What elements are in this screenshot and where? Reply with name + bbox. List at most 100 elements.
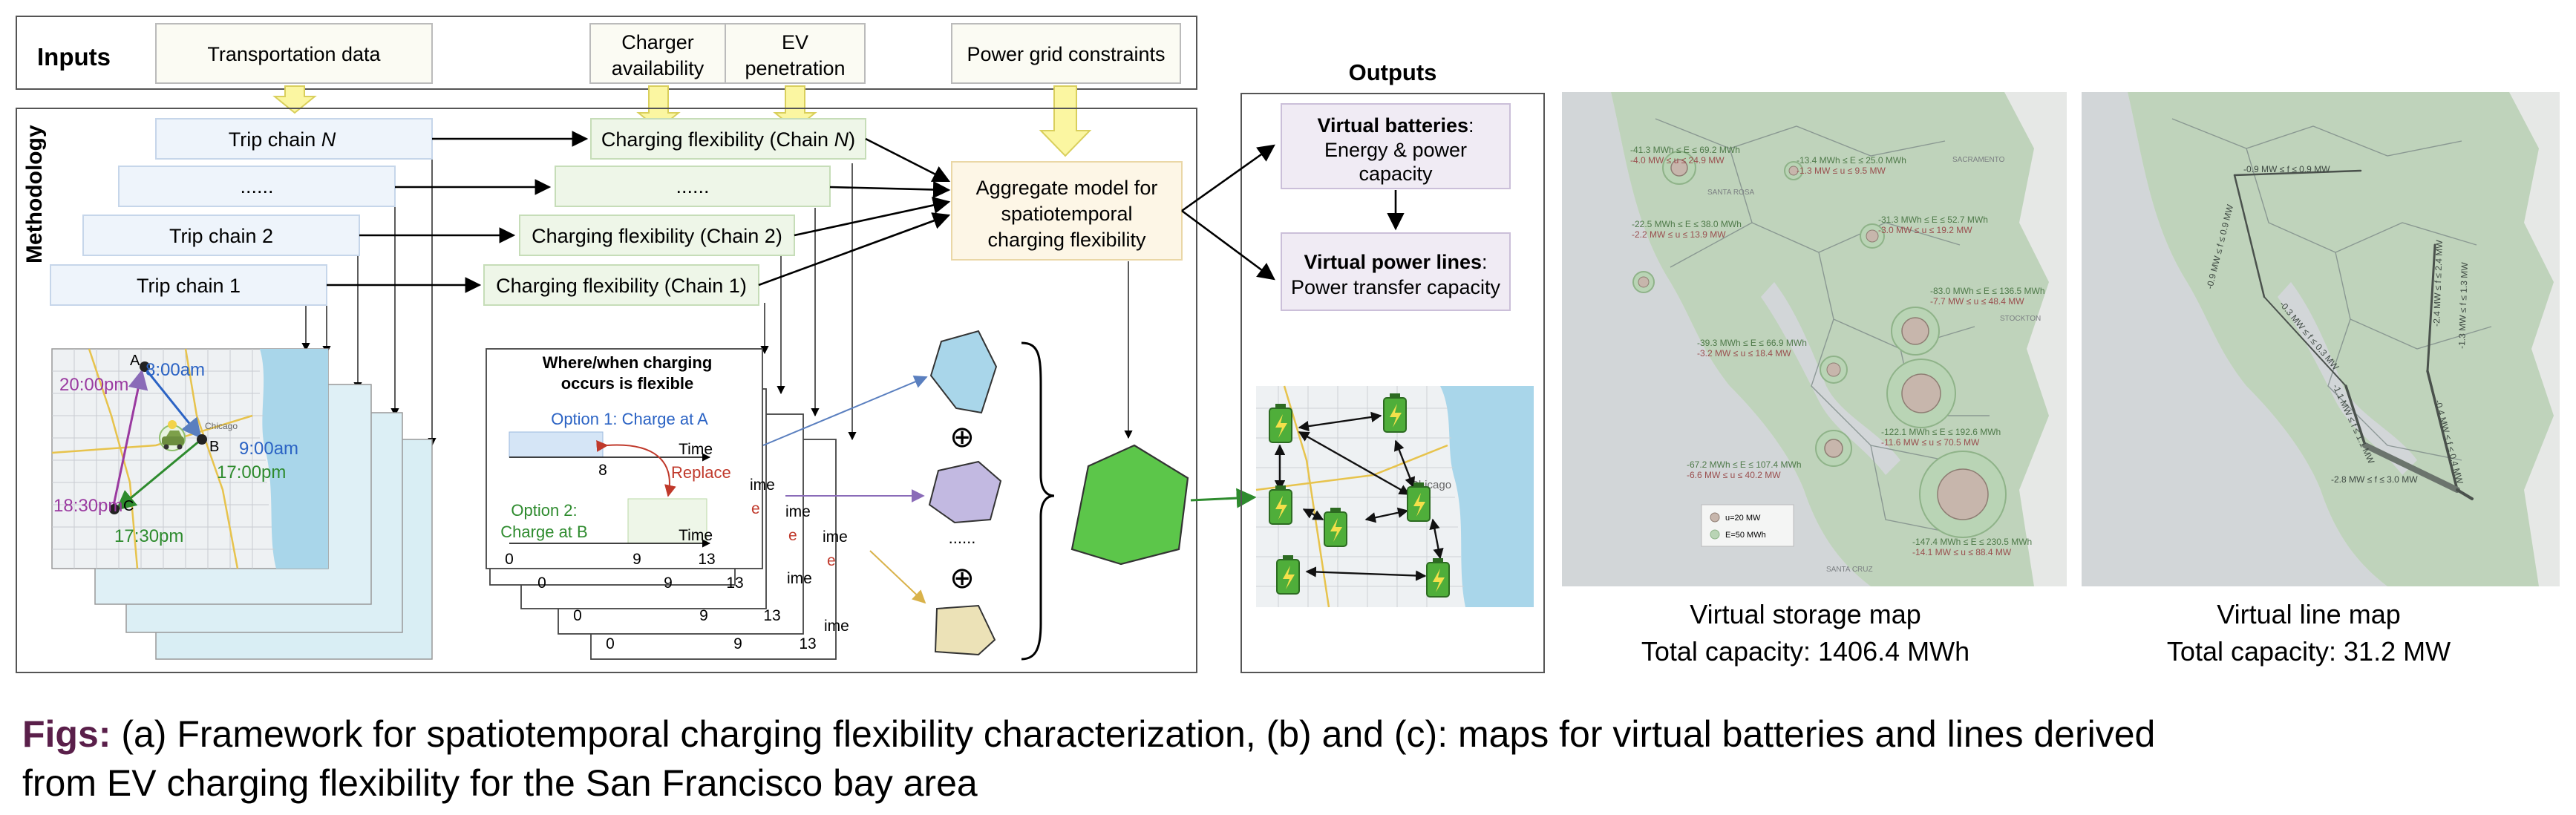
aggregate-model-label-1: Aggregate model for [976, 177, 1158, 199]
tick-13-label: 13 [698, 551, 715, 568]
storage-label-e: -31.3 MWh ≤ E ≤ 52.7 MWh [1878, 215, 1988, 225]
option1-label: Option 1: Charge at A [551, 410, 708, 428]
storage-label-e: -83.0 MWh ≤ E ≤ 136.5 MWh [1930, 286, 2045, 296]
beige-polygon [934, 604, 996, 656]
storage-label-e: -22.5 MWh ≤ E ≤ 38.0 MWh [1632, 219, 1742, 229]
virtual-batteries-title: Virtual batteries: [1317, 114, 1474, 137]
ev-penetration-label-2: penetration [745, 57, 845, 79]
stack-tick-13-b: 13 [763, 607, 780, 624]
oplus-2: ⊕ [949, 562, 975, 595]
tick-9-label: 9 [632, 551, 641, 568]
trip-chain-n-label: Trip chain N [229, 128, 336, 151]
option2-label-1: Option 2: [511, 501, 577, 520]
storage-label-p: -11.6 MW ≤ u ≤ 70.5 MW [1881, 437, 1980, 448]
stack-tick-9-b: 9 [699, 607, 708, 624]
storage-label-p: -6.6 MW ≤ u ≤ 40.2 MW [1687, 470, 1781, 480]
city-sacramento: SACRAMENTO [1952, 156, 2005, 164]
flex-panel-title-2: occurs is flexible [561, 374, 694, 393]
line-label: -2.8 MW ≤ f ≤ 3.0 MW [2331, 474, 2418, 485]
point-b-label: B [209, 439, 219, 455]
stack-tick-9-c: 9 [733, 635, 742, 652]
storage-labels: -41.3 MWh ≤ E ≤ 69.2 MWh -4.0 MW ≤ u ≤ 2… [1630, 145, 2045, 557]
storage-label-p: -3.2 MW ≤ u ≤ 18.4 MW [1697, 348, 1791, 359]
virtual-storage-map: -41.3 MWh ≤ E ≤ 69.2 MWh -4.0 MW ≤ u ≤ 2… [1562, 92, 2067, 586]
charger-availability-box [589, 23, 726, 84]
time-a-label: 8:00am [146, 360, 205, 380]
replace-label: Replace [671, 463, 731, 482]
storage-label-e: -147.4 MWh ≤ E ≤ 230.5 MWh [1912, 537, 2032, 547]
time-c2-label: 18:30pm [53, 496, 122, 516]
transportation-data-box [155, 23, 433, 84]
flex-chain-dots-label: ...... [676, 175, 709, 197]
charger-availability-label-2: availability [612, 57, 705, 79]
stack-tick-9-a: 9 [664, 575, 673, 592]
power-grid-constraints-box [951, 23, 1181, 84]
storage-label-e: -122.1 MWh ≤ E ≤ 192.6 MWh [1881, 427, 2001, 437]
virtual-power-lines-line2: Power transfer capacity [1291, 276, 1501, 298]
flex-polygons: ⊕ ...... ⊕ [762, 330, 1257, 661]
virtual-lines [2233, 169, 2474, 500]
storage-label-p: -2.2 MW ≤ u ≤ 13.9 MW [1632, 229, 1726, 240]
flex-chain-2-label: Charging flexibility (Chain 2) [532, 225, 782, 247]
tick-0-label: 0 [505, 551, 514, 568]
storage-label-p: -3.0 MW ≤ u ≤ 19.2 MW [1878, 225, 1972, 235]
stack-tick-0-c: 0 [606, 635, 615, 652]
stack-tick-0-a: 0 [537, 575, 546, 592]
storage-label-p: -1.3 MW ≤ u ≤ 9.5 MW [1797, 166, 1886, 176]
time-b1-label: 9:00am [239, 439, 298, 459]
trip-map-city: Chicago [205, 421, 238, 431]
replace-arrow [596, 439, 676, 497]
point-c-label: C [123, 498, 134, 514]
stack-tick-13-a: 13 [726, 575, 743, 592]
trip-to-flex-arrows [327, 131, 589, 293]
storage-map-caption: Virtual storage map [1690, 599, 1921, 629]
legend-u: u=20 MW [1725, 514, 1761, 523]
figure-caption-line-1: Figs: (a) Framework for spatiotemporal c… [22, 713, 2155, 755]
aggregate-green-polygon [1070, 444, 1189, 566]
virtual-line-map: -0.9 MW ≤ f ≤ 0.9 MW -0.9 MW ≤ f ≤ 0.9 M… [2082, 92, 2560, 586]
ev-car-icon [159, 420, 186, 451]
option2-time-label: Time [679, 527, 713, 544]
option1-bar [509, 431, 604, 458]
stack-tick-0-b: 0 [573, 607, 582, 624]
aggregate-model-box [951, 161, 1183, 261]
stack-time-3: ime [823, 528, 848, 546]
stack-e-3: e [827, 552, 836, 569]
tick-8-label: 8 [598, 462, 607, 479]
flex-to-aggregate-arrows [758, 137, 951, 287]
polygon-dots: ...... [949, 528, 976, 547]
legend-e: E=50 MWh [1725, 531, 1766, 540]
storage-label-e: -41.3 MWh ≤ E ≤ 69.2 MWh [1630, 145, 1740, 155]
flex-chain-1-box [483, 264, 759, 306]
option2-bar [627, 498, 707, 544]
city-santa-rosa: SANTA ROSA [1707, 189, 1754, 197]
blue-polygon [929, 330, 998, 414]
option1-time-label: Time [679, 441, 713, 458]
storage-bubbles [1632, 151, 2007, 538]
to-network-arrow [1190, 488, 1257, 508]
stack-time-2: ime [785, 503, 811, 520]
aggregate-model-label-3: charging flexibility [987, 229, 1146, 251]
outputs-title: Outputs [1349, 59, 1437, 85]
time-b2-label: 17:00pm [217, 462, 286, 482]
point-a-label: A [130, 353, 140, 369]
storage-label-e: -39.3 MWh ≤ E ≤ 66.9 MWh [1697, 338, 1807, 348]
virtual-batteries-line2: Energy & power [1324, 139, 1467, 161]
stack-e-2: e [788, 527, 797, 544]
line-label: -0.9 MW ≤ f ≤ 0.9 MW [2243, 164, 2330, 174]
transport-arrow [272, 85, 317, 114]
trip-chain-n-box [155, 118, 433, 160]
methodology-frame [16, 108, 1197, 673]
virtual-power-lines-box [1281, 232, 1511, 311]
time-c1-label: 17:30pm [114, 526, 183, 546]
storage-label-p: -7.7 MW ≤ u ≤ 48.4 MW [1930, 296, 2024, 307]
purple-polygon [928, 460, 1002, 524]
battery-icon [1383, 393, 1407, 433]
power-grid-constraints-label: Power grid constraints [967, 43, 1165, 65]
storage-label-e: -67.2 MWh ≤ E ≤ 107.4 MWh [1687, 459, 1802, 470]
storage-label-p: -14.1 MW ≤ u ≤ 88.4 MW [1912, 547, 2012, 557]
option2-label-2: Charge at B [500, 523, 587, 541]
battery-icons [1269, 393, 1450, 598]
trip-chain-1-label: Trip chain 1 [137, 275, 241, 297]
trip-map-stack: A B C 8:00am 9:00am 17:00pm 17:30pm 18:3… [51, 348, 433, 660]
